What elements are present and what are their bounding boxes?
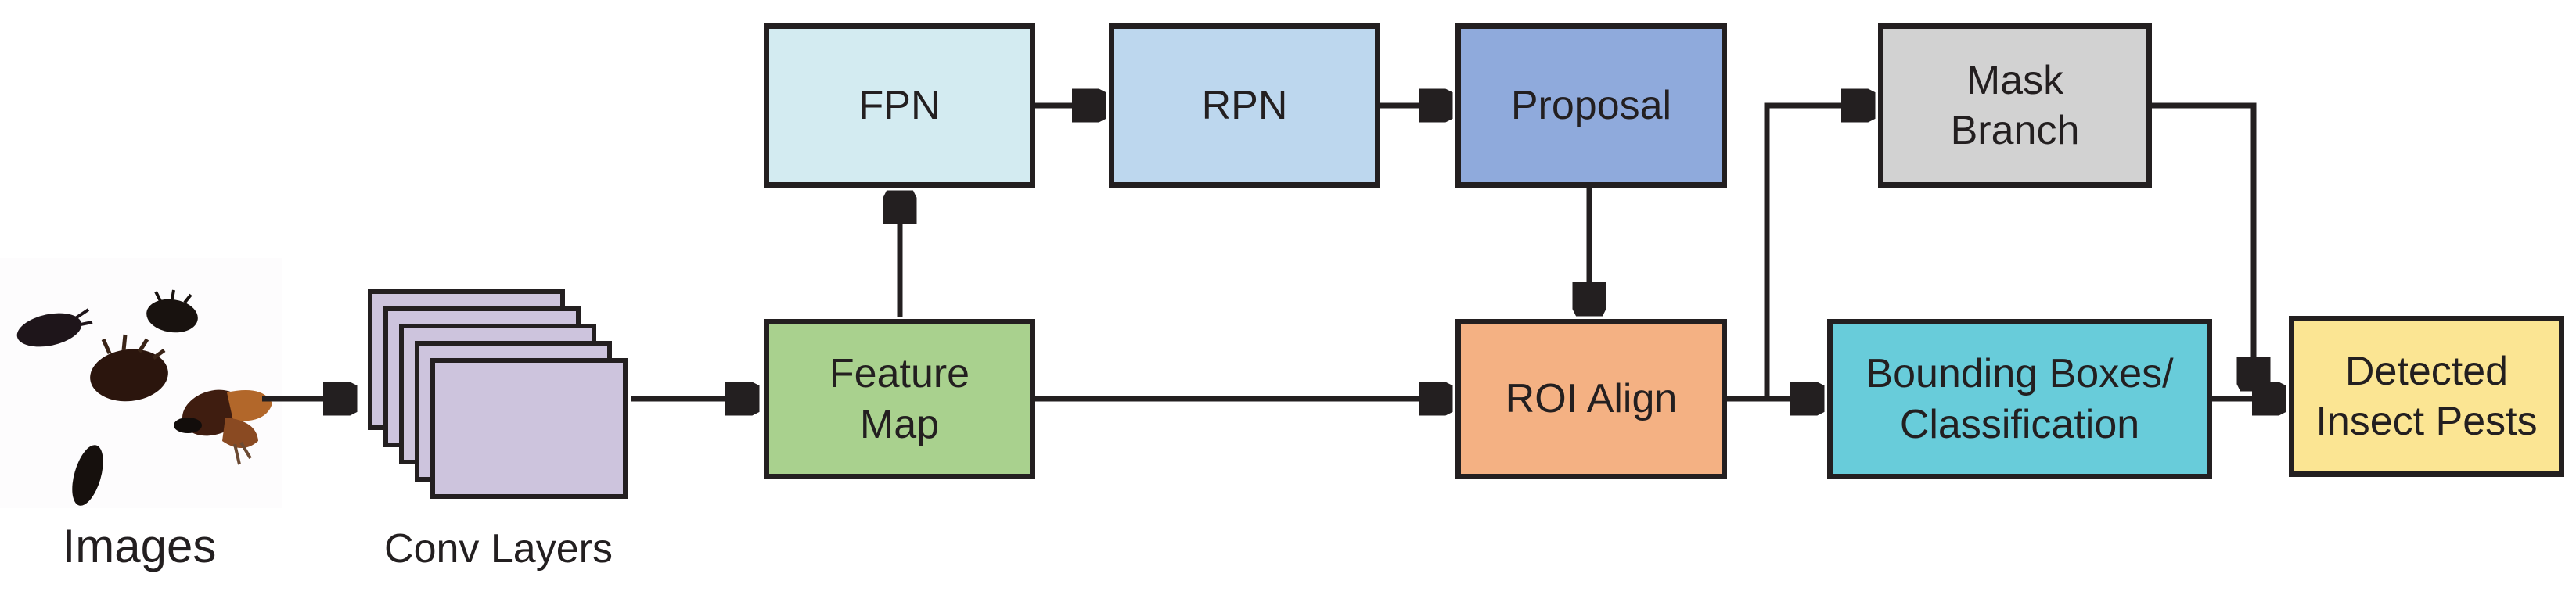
node-feature-map: Feature Map — [764, 319, 1035, 479]
node-roi-align-label: ROI Align — [1505, 376, 1678, 422]
node-detected-insect-pests-label: Detected Insect Pests — [2315, 348, 2538, 444]
node-bounding-boxes-classification-label: Bounding Boxes/ Classification — [1865, 351, 2174, 447]
node-feature-map-label: Feature Map — [829, 351, 970, 447]
beetle-dark-2 — [146, 289, 198, 333]
node-mask-branch-label: Mask Branch — [1950, 57, 2080, 153]
beetle-dark-elongated — [72, 445, 103, 506]
input-insects-photo — [0, 258, 282, 508]
node-mask-branch: Mask Branch — [1878, 23, 2152, 188]
beetle-brown-large — [90, 334, 168, 402]
beetle-dark-1 — [16, 308, 93, 347]
caption-images: Images — [62, 520, 217, 572]
node-fpn-label: FPN — [858, 82, 941, 128]
node-bounding-boxes-classification: Bounding Boxes/ Classification — [1827, 319, 2212, 479]
conv-layer-5 — [430, 358, 628, 499]
node-rpn: RPN — [1109, 23, 1380, 188]
node-proposal: Proposal — [1455, 23, 1727, 188]
node-detected-insect-pests: Detected Insect Pests — [2289, 316, 2564, 477]
node-proposal-label: Proposal — [1510, 82, 1672, 128]
node-rpn-label: RPN — [1201, 82, 1288, 128]
caption-conv-layers: Conv Layers — [384, 526, 613, 572]
node-roi-align: ROI Align — [1455, 319, 1727, 479]
beetle-dark-small — [174, 418, 202, 433]
node-fpn: FPN — [764, 23, 1035, 188]
